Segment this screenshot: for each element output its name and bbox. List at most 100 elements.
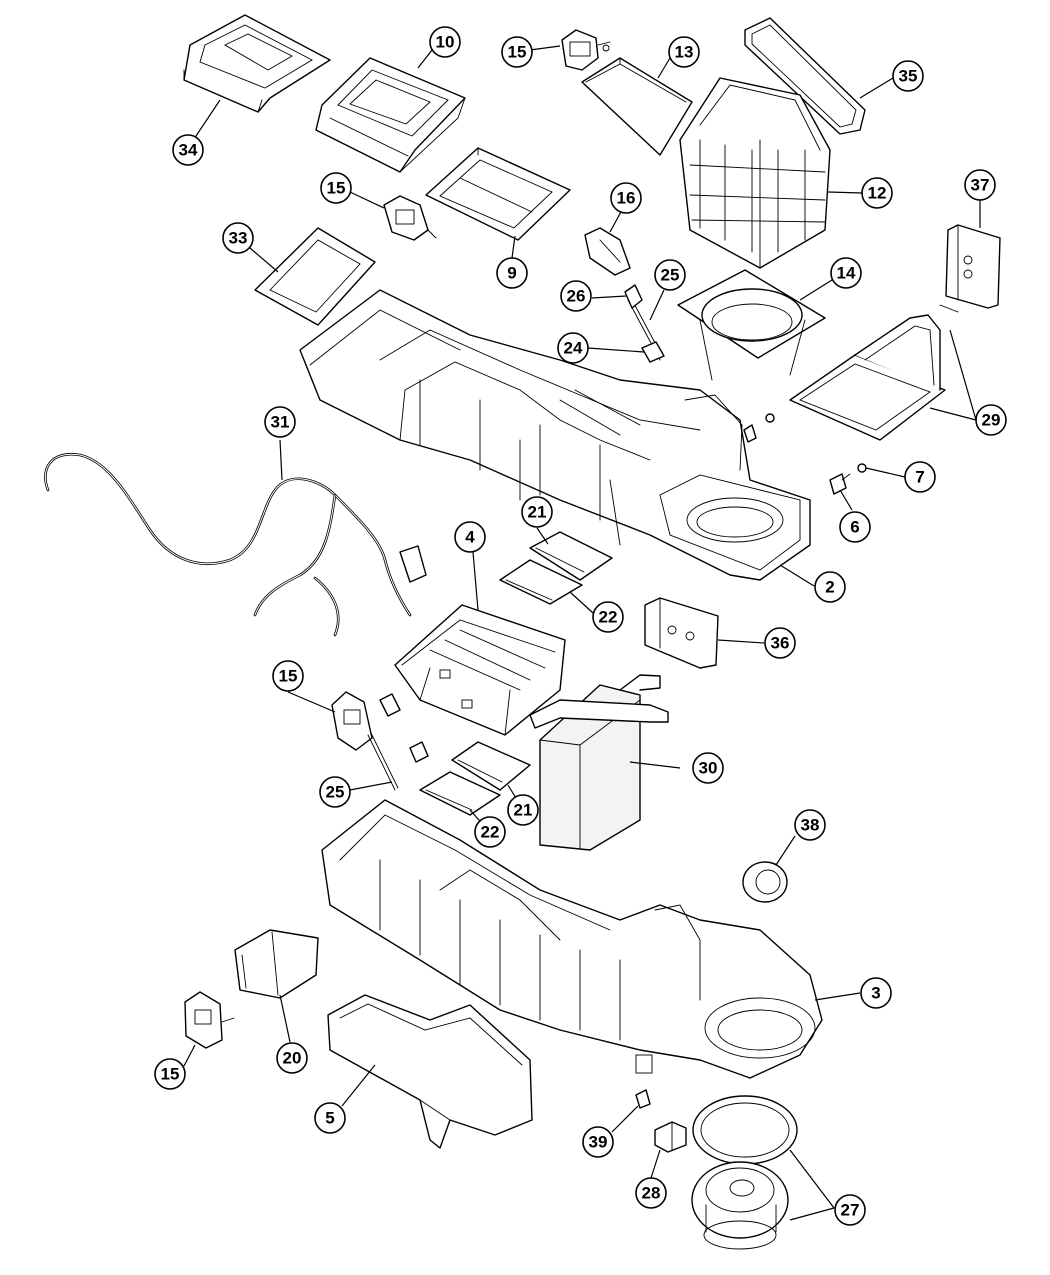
svg-text:22: 22 — [599, 608, 618, 627]
part-foam-pad-36 — [644, 597, 719, 669]
svg-text:30: 30 — [699, 759, 718, 778]
callout-15-mid: 15 — [320, 172, 352, 204]
part-door-21-lower — [451, 741, 531, 791]
part-pad-37 — [945, 224, 1001, 309]
callout-21-upper: 21 — [521, 496, 553, 528]
part-seal-frame-34 — [183, 14, 331, 113]
svg-text:24: 24 — [564, 339, 583, 358]
callout-24: 24 — [557, 332, 589, 364]
callout-31: 31 — [264, 406, 296, 438]
part-blower-gasket-27 — [692, 1095, 798, 1165]
callout-22-upper: 22 — [592, 601, 624, 633]
svg-text:13: 13 — [675, 43, 694, 62]
svg-text:15: 15 — [327, 179, 346, 198]
part-actuator-15-top — [561, 29, 611, 71]
part-upper-housing-2 — [299, 289, 811, 581]
svg-text:21: 21 — [528, 503, 547, 522]
svg-text:22: 22 — [481, 823, 500, 842]
svg-text:10: 10 — [436, 33, 455, 52]
svg-text:3: 3 — [871, 984, 880, 1003]
svg-text:38: 38 — [801, 816, 820, 835]
svg-text:28: 28 — [642, 1184, 661, 1203]
part-blower-plate-14 — [677, 269, 826, 381]
svg-text:16: 16 — [617, 189, 636, 208]
callout-7: 7 — [904, 461, 936, 493]
part-screw-mid — [379, 693, 429, 763]
part-gasket-35 — [744, 17, 866, 135]
callout-25-top: 25 — [654, 259, 686, 291]
svg-text:29: 29 — [982, 411, 1001, 430]
part-resistor-28 — [654, 1121, 687, 1153]
callout-4: 4 — [454, 521, 486, 553]
svg-text:27: 27 — [841, 1201, 860, 1220]
part-mode-housing-4 — [394, 604, 566, 736]
part-door-22-upper — [499, 559, 583, 605]
svg-text:4: 4 — [465, 528, 475, 547]
svg-text:5: 5 — [325, 1109, 334, 1128]
part-housing-cover-12 — [679, 77, 831, 269]
part-actuator-16 — [584, 227, 631, 276]
part-wire-harness-31 — [44, 452, 427, 637]
part-door-21-upper — [529, 531, 613, 581]
callout-37: 37 — [964, 169, 996, 201]
callout-12: 12 — [861, 177, 893, 209]
callout-29: 29 — [975, 404, 1007, 436]
callout-25-lower: 25 — [319, 776, 351, 808]
callout-39: 39 — [582, 1126, 614, 1158]
svg-text:15: 15 — [508, 43, 527, 62]
callout-27: 27 — [834, 1194, 866, 1226]
part-clip-6 — [829, 473, 851, 495]
part-filter-tray-9 — [425, 147, 571, 241]
svg-text:9: 9 — [507, 264, 516, 283]
part-door-20 — [234, 929, 319, 999]
part-cap-38 — [742, 861, 788, 903]
svg-text:25: 25 — [661, 266, 680, 285]
callout-28: 28 — [635, 1177, 667, 1209]
callout-35: 35 — [892, 60, 924, 92]
part-evaporator-30 — [529, 674, 669, 851]
svg-text:21: 21 — [514, 801, 533, 820]
part-gasket-33 — [254, 227, 376, 326]
callout-36: 36 — [764, 627, 796, 659]
svg-text:39: 39 — [589, 1133, 608, 1152]
callout-14: 14 — [830, 257, 862, 289]
callout-3: 3 — [860, 977, 892, 1009]
callout-20: 20 — [276, 1042, 308, 1074]
svg-text:26: 26 — [567, 287, 586, 306]
part-heater-core-29 — [789, 304, 959, 441]
callout-33: 33 — [222, 222, 254, 254]
callout-2: 2 — [814, 571, 846, 603]
callout-34: 34 — [172, 134, 204, 166]
callout-38: 38 — [794, 809, 826, 841]
callout-15-lower: 15 — [272, 660, 304, 692]
callout-9: 9 — [496, 257, 528, 289]
callout-21-lower: 21 — [507, 794, 539, 826]
part-actuator-15-bottom — [184, 991, 235, 1049]
svg-text:14: 14 — [837, 264, 856, 283]
callout-16: 16 — [610, 182, 642, 214]
svg-text:15: 15 — [279, 667, 298, 686]
callout-26: 26 — [560, 280, 592, 312]
svg-text:7: 7 — [915, 468, 924, 487]
svg-text:20: 20 — [283, 1049, 302, 1068]
part-duct-5 — [327, 994, 533, 1149]
part-lower-housing-3 — [321, 799, 823, 1079]
svg-text:15: 15 — [161, 1065, 180, 1084]
part-door-22-lower — [419, 771, 501, 816]
leader-lines — [183, 45, 981, 1221]
svg-text:33: 33 — [229, 229, 248, 248]
callout-15-bottom: 15 — [154, 1058, 186, 1090]
part-nut-7 — [857, 463, 867, 473]
part-actuator-15-lower — [331, 691, 399, 791]
callout-30: 30 — [692, 752, 724, 784]
svg-text:34: 34 — [179, 141, 198, 160]
part-actuator-15-mid — [383, 195, 437, 241]
part-lever-26 — [624, 284, 643, 309]
svg-text:12: 12 — [868, 184, 887, 203]
svg-text:35: 35 — [899, 67, 918, 86]
part-clip-39 — [635, 1089, 651, 1109]
callout-6: 6 — [839, 511, 871, 543]
callout-13: 13 — [668, 36, 700, 68]
callout-5: 5 — [314, 1102, 346, 1134]
